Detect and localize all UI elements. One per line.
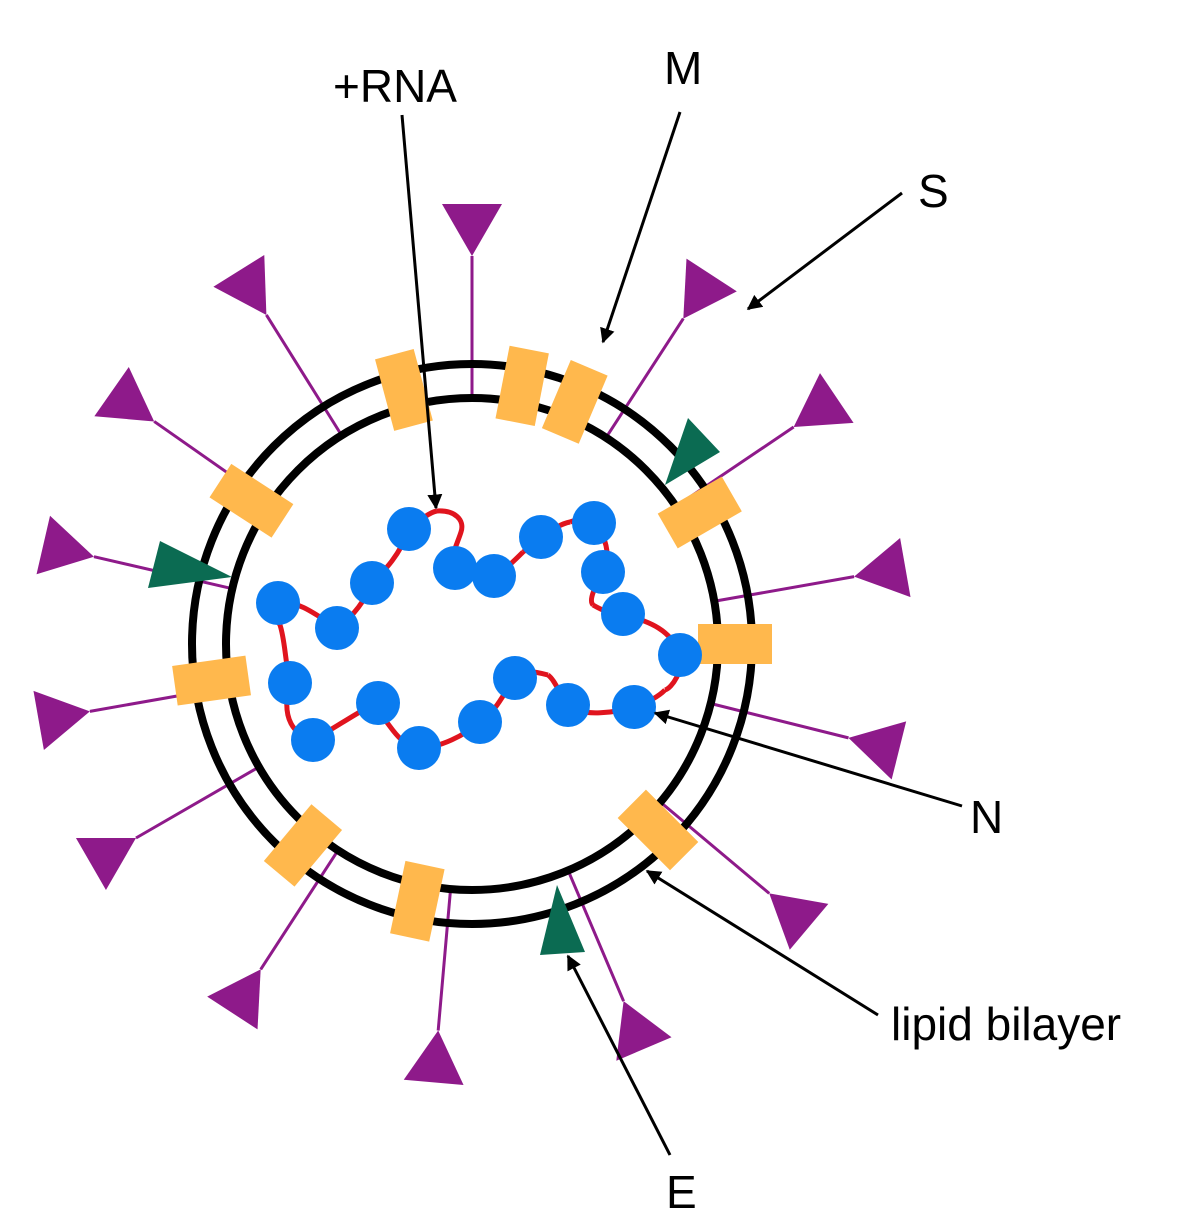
nucleocapsid-bead [291, 718, 335, 762]
nucleocapsid-bead [387, 507, 431, 551]
spike-stem [436, 888, 453, 1031]
membrane-protein [617, 789, 699, 871]
spike-head-icon [769, 893, 829, 950]
spike-head-icon [207, 969, 261, 1030]
label-s: S [918, 165, 949, 217]
nucleocapsid-bead [458, 700, 502, 744]
nucleocapsid-bead [350, 561, 394, 605]
spike-stem [714, 575, 855, 603]
spike-stem [659, 800, 771, 895]
envelope-protein-icon [665, 418, 720, 485]
nucleocapsid-bead [433, 546, 477, 590]
nucleocapsid-bead [472, 554, 516, 598]
spike-head-icon [848, 721, 907, 780]
nucleocapsid-bead [612, 685, 656, 729]
envelope-protein-icon [148, 541, 232, 588]
spike-head-icon [94, 367, 155, 422]
nucleocapsid-bead [572, 501, 616, 545]
spike-head-icon [213, 254, 267, 315]
membrane-protein [541, 360, 608, 444]
spike-head-icon [854, 538, 911, 598]
spike-stem [265, 314, 343, 437]
lipid-arrow [645, 869, 879, 1017]
spike-head-icon [616, 1001, 672, 1061]
spike-stem [566, 869, 625, 1002]
spike-head-icon [75, 838, 136, 890]
spike-head-icon [403, 1030, 464, 1085]
membrane-protein [375, 349, 433, 431]
spike-stem [604, 317, 685, 439]
spike-stem [135, 765, 260, 840]
nucleocapsid-beads [256, 501, 702, 770]
membrane-protein [495, 345, 549, 426]
nucleocapsid-bead [601, 592, 645, 636]
nucleocapsid-bead [581, 550, 625, 594]
envelope-proteins [148, 418, 720, 955]
label-lipid-bilayer: lipid bilayer [891, 998, 1121, 1050]
membrane-protein [657, 476, 742, 549]
membrane-protein [390, 860, 445, 942]
nucleocapsid-bead [356, 681, 400, 725]
envelope-protein-icon [540, 885, 585, 955]
rna-arrow [400, 114, 443, 510]
nucleocapsid-bead [397, 726, 441, 770]
membrane-protein [209, 463, 294, 538]
label-m: M [664, 42, 702, 94]
label-e: E [666, 1166, 697, 1218]
n-arrow [653, 709, 963, 808]
nucleocapsid-bead [658, 633, 702, 677]
membrane-protein [698, 624, 772, 664]
label-rna: +RNA [333, 60, 457, 112]
nucleocapsid-bead [546, 683, 590, 727]
spike-stem [259, 849, 340, 971]
spike-head-icon [793, 373, 854, 428]
nucleocapsid-bead [493, 656, 537, 700]
m-arrow [600, 111, 682, 344]
spike-stem [710, 702, 849, 740]
spike-head-icon [442, 204, 502, 256]
nucleocapsid-bead [519, 515, 563, 559]
s-arrow [746, 191, 903, 311]
spike-head-icon [683, 258, 737, 319]
membrane-protein [263, 804, 343, 887]
spike-head-icon [33, 690, 90, 750]
labels: +RNA M S N lipid bilayer E [333, 42, 1121, 1218]
nucleocapsid-bead [256, 581, 300, 625]
nucleocapsid-bead [268, 661, 312, 705]
membrane-proteins [172, 345, 772, 942]
nucleocapsid-bead [315, 606, 359, 650]
annotation-arrows [400, 111, 963, 1156]
e-arrow [566, 954, 672, 1156]
spike-head-icon [36, 515, 94, 575]
membrane-protein [172, 655, 251, 706]
label-n: N [970, 791, 1003, 843]
